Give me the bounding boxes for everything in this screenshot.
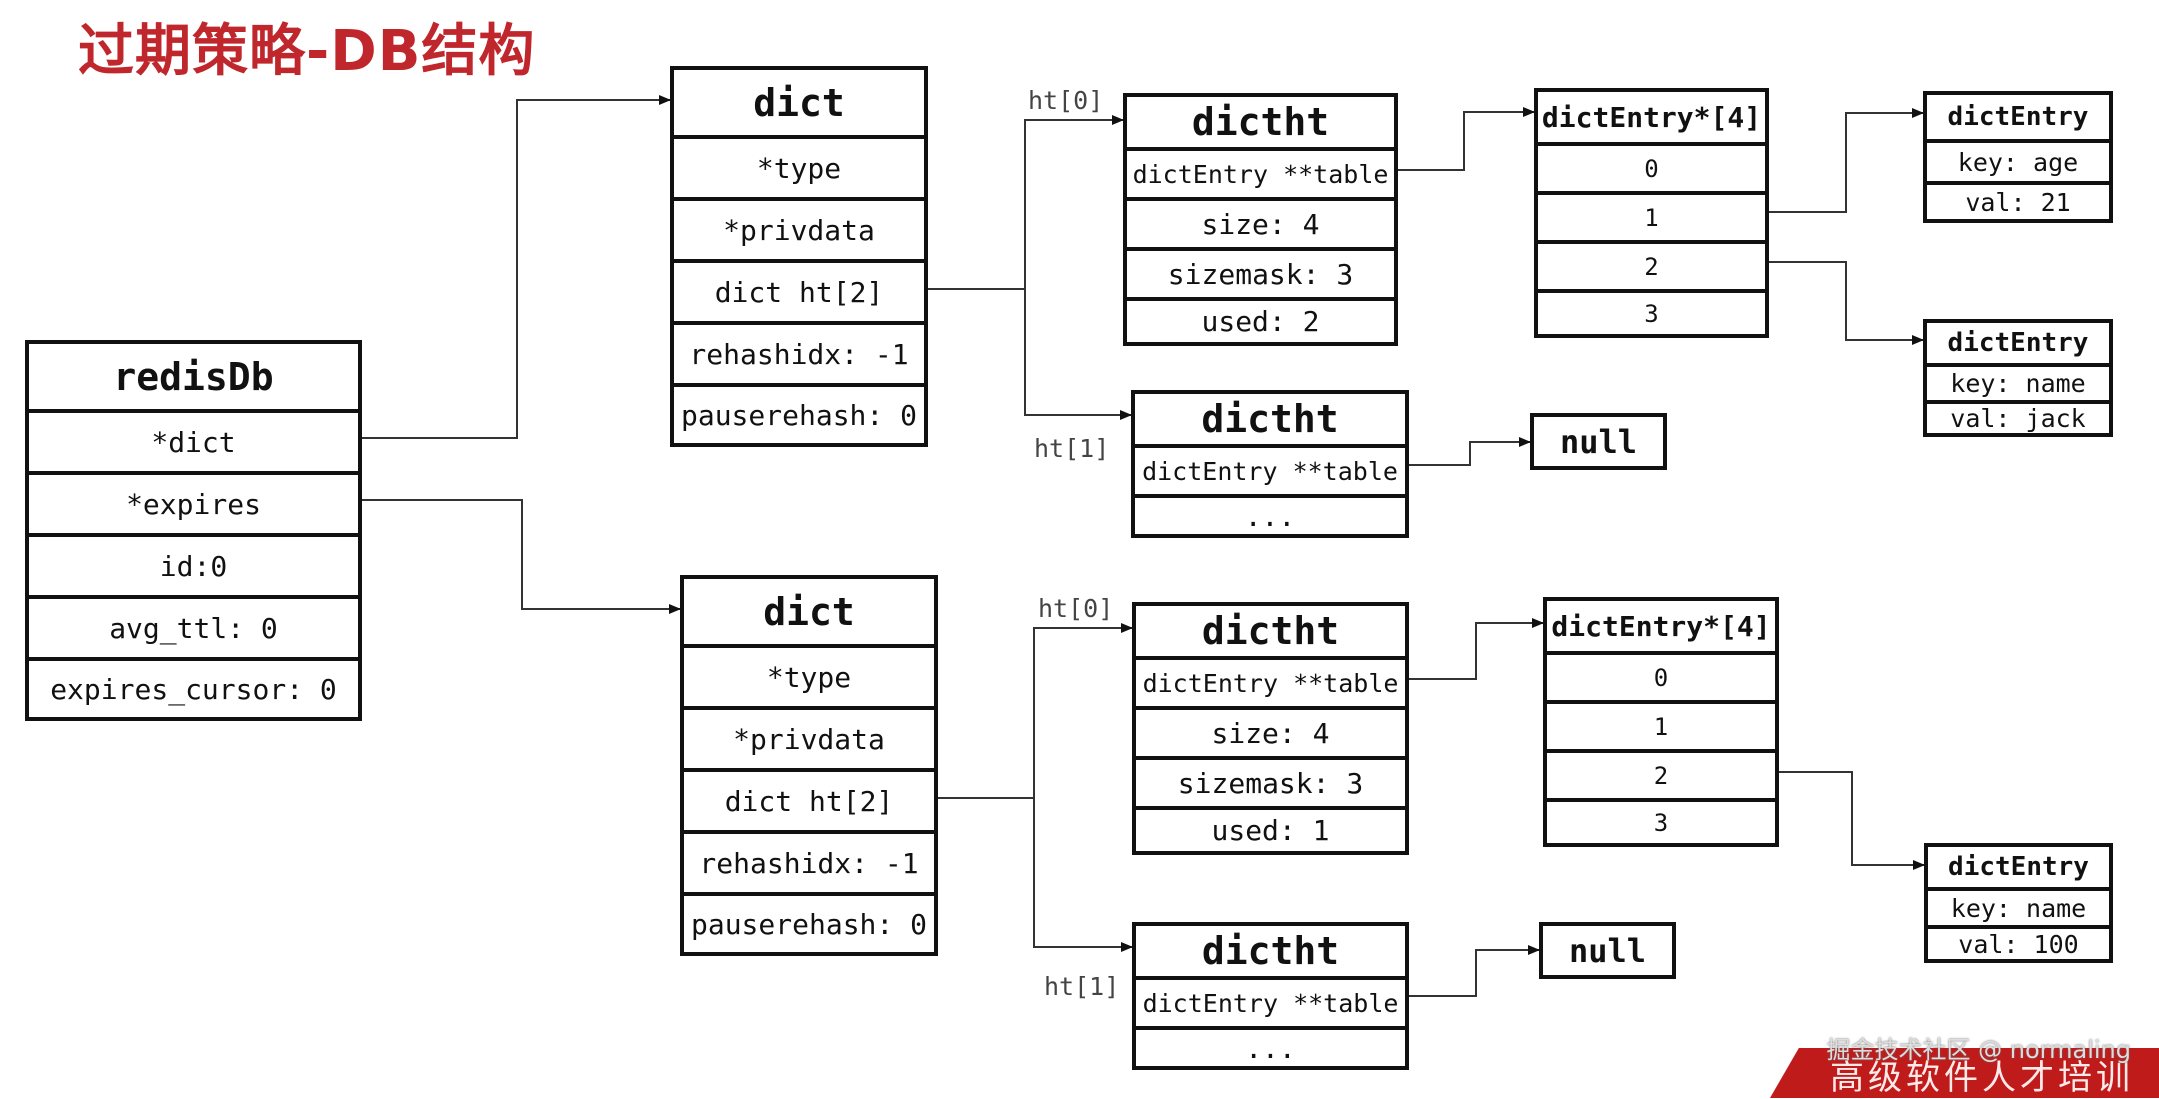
dictentry-age-header: dictEntry — [1947, 102, 2089, 132]
redisdb-field-id: id:0 — [29, 533, 358, 595]
dict-top-box: dict *type *privdata dict ht[2] rehashid… — [670, 66, 928, 447]
dictht-bottom-ht0-header: dictht — [1201, 609, 1340, 653]
redisdb-field-avg-ttl: avg_ttl: 0 — [29, 595, 358, 657]
arrow-dict-to-dict-top — [362, 95, 671, 439]
dictht-top-ht0-table: dictEntry **table — [1127, 147, 1394, 197]
dictht-bottom-ht0-table: dictEntry **table — [1136, 656, 1405, 706]
null-box-bottom: null — [1539, 922, 1676, 979]
entry-array-bottom-slot-2: 2 — [1547, 749, 1775, 798]
entry-array-bottom-slot-3: 3 — [1547, 798, 1775, 843]
dictentry-jack-val: val: jack — [1927, 400, 2109, 433]
entry-array-top-slot-1: 1 — [1538, 191, 1765, 240]
entry-array-bottom-header: dictEntry*[4] — [1551, 609, 1771, 643]
dictentry-100-header: dictEntry — [1948, 852, 2089, 882]
dict-bottom-field-rehashidx: rehashidx: -1 — [684, 830, 934, 892]
redisdb-field-dict: *dict — [29, 409, 358, 471]
dict-bottom-field-privdata: *privdata — [684, 706, 934, 768]
dict-top-field-ht: dict ht[2] — [674, 259, 924, 321]
entry-array-top-slot-3: 3 — [1538, 289, 1765, 334]
dictentry-jack-key: key: name — [1927, 363, 2109, 400]
dict-bottom-box: dict *type *privdata dict ht[2] rehashid… — [680, 575, 938, 956]
redisdb-field-expires-cursor: expires_cursor: 0 — [29, 657, 358, 717]
dictht-bottom-ht0-box: dictht dictEntry **table size: 4 sizemas… — [1132, 602, 1409, 855]
label-ht1-bottom: ht[1] — [1044, 972, 1120, 1001]
dict-top-field-type: *type — [674, 135, 924, 197]
dictht-bottom-ht1-table: dictEntry **table — [1136, 976, 1405, 1026]
null-box-top: null — [1530, 413, 1667, 470]
label-ht0-top: ht[0] — [1028, 86, 1104, 115]
arrow-slot1-to-age — [1769, 108, 1924, 213]
entry-array-bottom-slot-0: 0 — [1547, 651, 1775, 700]
dictentry-age-box: dictEntry key: age val: 21 — [1923, 91, 2113, 223]
dictht-top-ht1-table: dictEntry **table — [1135, 444, 1405, 494]
redisdb-box: redisDb *dict *expires id:0 avg_ttl: 0 e… — [25, 340, 362, 721]
dictentry-100-val: val: 100 — [1928, 925, 2109, 959]
arrow-expires-to-dict-bottom — [362, 499, 681, 614]
dictentry-age-val: val: 21 — [1927, 181, 2109, 219]
dictht-top-ht0-header: dictht — [1191, 100, 1330, 144]
dictht-bottom-ht0-sizemask: sizemask: 3 — [1136, 756, 1405, 806]
dictht-bottom-ht1-box: dictht dictEntry **table ... — [1132, 922, 1409, 1070]
dictentry-name-jack-box: dictEntry key: name val: jack — [1923, 319, 2113, 437]
dictentry-100-key: key: name — [1928, 887, 2109, 925]
dict-top-field-privdata: *privdata — [674, 197, 924, 259]
dict-bottom-field-pauserehash: pauserehash: 0 — [684, 892, 934, 952]
entry-array-top-slot-0: 0 — [1538, 142, 1765, 191]
dictht-top-ht1-box: dictht dictEntry **table ... — [1131, 390, 1409, 538]
dictht-top-ht0-size: size: 4 — [1127, 197, 1394, 247]
dict-bottom-field-ht: dict ht[2] — [684, 768, 934, 830]
arrow-table-bottom — [1409, 618, 1544, 680]
dict-bottom-header: dict — [763, 589, 855, 634]
redisdb-header: redisDb — [113, 354, 274, 399]
dictht-bottom-ht1-header: dictht — [1201, 929, 1340, 973]
dict-top-field-pauserehash: pauserehash: 0 — [674, 383, 924, 443]
arrow-table-bottom-ht1 — [1409, 945, 1540, 997]
watermark: 掘金技术社区 @ normaling — [1826, 1036, 2131, 1064]
arrow-table-top — [1398, 107, 1535, 171]
dictht-bottom-ht0-size: size: 4 — [1136, 706, 1405, 756]
entry-array-top-slot-2: 2 — [1538, 240, 1765, 289]
entry-array-bottom-box: dictEntry*[4] 0 1 2 3 — [1543, 597, 1779, 847]
entry-array-bottom-slot-1: 1 — [1547, 700, 1775, 749]
label-ht0-bottom: ht[0] — [1038, 594, 1114, 623]
arrow-top-ht1 — [1024, 289, 1132, 420]
arrow-slot2-to-100 — [1779, 771, 1925, 870]
dictentry-jack-header: dictEntry — [1947, 328, 2089, 358]
dictentry-age-key: key: age — [1927, 139, 2109, 181]
dictht-top-ht1-header: dictht — [1201, 397, 1339, 441]
entry-array-top-header: dictEntry*[4] — [1541, 100, 1762, 134]
dictht-top-ht0-box: dictht dictEntry **table size: 4 sizemas… — [1123, 93, 1398, 346]
arrow-table-top-ht1 — [1409, 437, 1531, 466]
dictht-top-ht0-sizemask: sizemask: 3 — [1127, 247, 1394, 297]
dictentry-name-100-box: dictEntry key: name val: 100 — [1924, 843, 2113, 963]
dict-top-header: dict — [753, 80, 845, 125]
arrow-bottom-ht0 — [938, 623, 1133, 799]
dict-bottom-field-type: *type — [684, 644, 934, 706]
arrow-top-ht0 — [928, 115, 1124, 290]
dictht-bottom-ht0-used: used: 1 — [1136, 806, 1405, 851]
arrow-slot2-to-jack — [1769, 261, 1924, 345]
arrow-bottom-ht1 — [1033, 798, 1133, 952]
dict-top-field-rehashidx: rehashidx: -1 — [674, 321, 924, 383]
dictht-top-ht0-used: used: 2 — [1127, 297, 1394, 342]
page-title: 过期策略-DB结构 — [78, 19, 536, 84]
dictht-bottom-ht1-ellipsis: ... — [1136, 1026, 1405, 1066]
label-ht1-top: ht[1] — [1034, 434, 1110, 463]
dictht-top-ht1-ellipsis: ... — [1135, 494, 1405, 534]
entry-array-top-box: dictEntry*[4] 0 1 2 3 — [1534, 88, 1769, 338]
redisdb-field-expires: *expires — [29, 471, 358, 533]
